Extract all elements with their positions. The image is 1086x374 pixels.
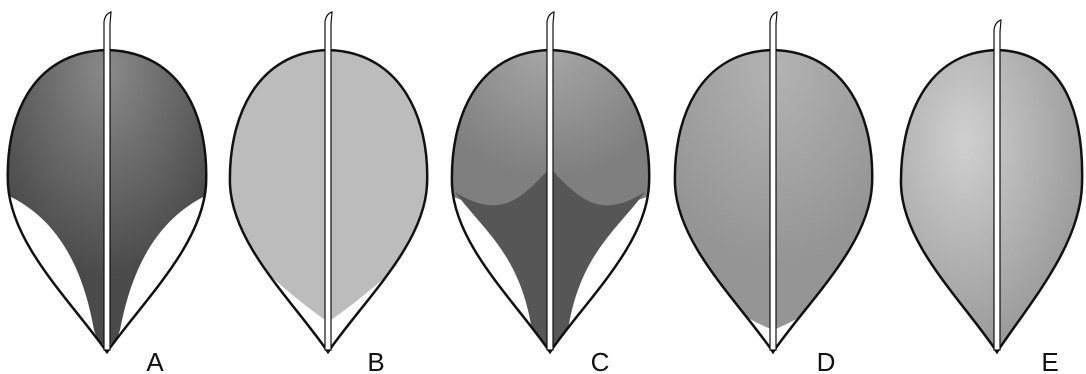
leaf-c: C — [440, 0, 660, 374]
midrib-b — [325, 12, 332, 350]
leaf-d: D — [665, 0, 885, 374]
infection-area-e — [901, 50, 1082, 352]
leaf-b: B — [220, 0, 440, 374]
midrib-c — [547, 12, 554, 350]
leaf-e: E — [901, 20, 1082, 374]
panel-label-c: C — [591, 347, 610, 374]
panel-label-e: E — [1041, 347, 1058, 374]
panel-label-b: B — [367, 347, 384, 374]
midrib-e — [994, 20, 1001, 350]
midrib-a — [104, 12, 111, 350]
panel-label-d: D — [817, 347, 836, 374]
panel-label-a: A — [146, 347, 164, 374]
leaf-a: A — [0, 0, 214, 374]
midrib-d — [770, 12, 777, 350]
